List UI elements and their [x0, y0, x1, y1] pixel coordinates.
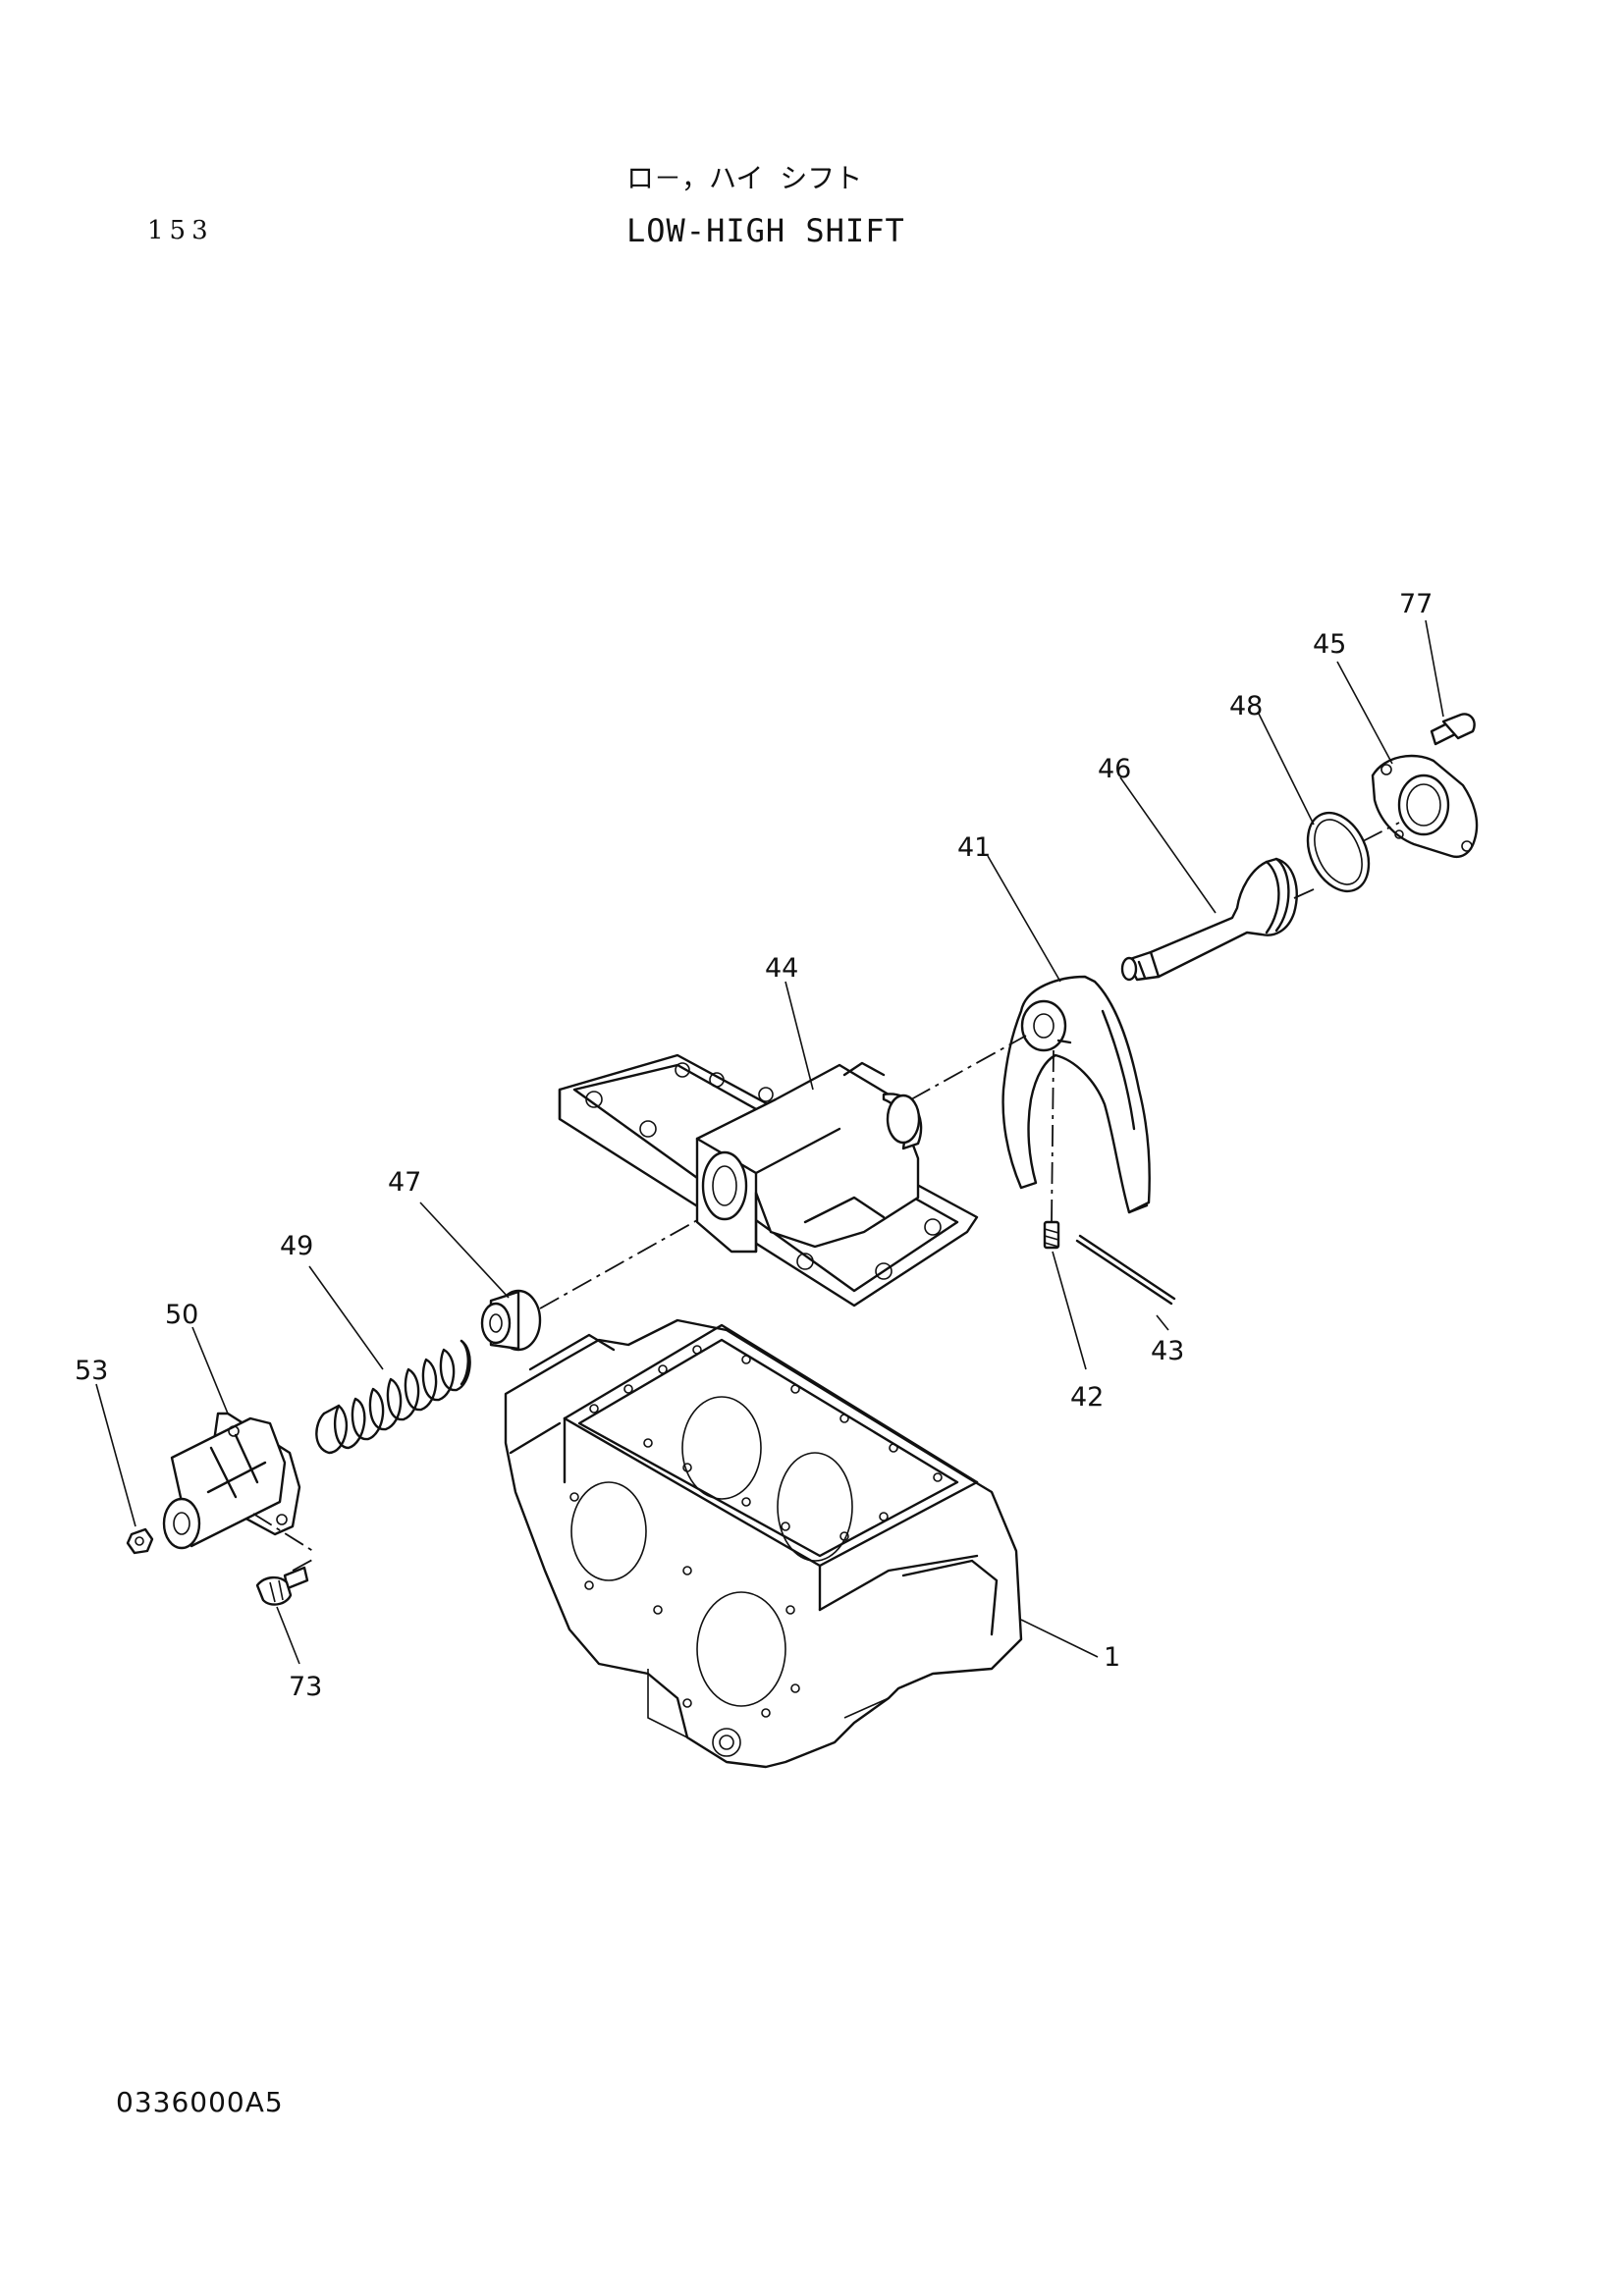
part-50-spring-housing [162, 1412, 301, 1550]
part-44-shift-cover [558, 1053, 979, 1308]
callout-53: 53 [75, 1356, 108, 1386]
callout-46: 46 [1098, 754, 1131, 784]
callout-43: 43 [1151, 1336, 1184, 1366]
callout-1: 1 [1104, 1642, 1120, 1673]
callout-77: 77 [1399, 589, 1433, 619]
part-77-bolt [1430, 713, 1476, 746]
leader-lines [95, 619, 1444, 1665]
callout-42: 42 [1070, 1382, 1104, 1413]
part-43-pin [1075, 1234, 1176, 1306]
part-53-nut [126, 1527, 154, 1555]
part-45-cover-plate [1371, 754, 1479, 858]
part-42-bolt [1043, 1220, 1060, 1250]
callout-73: 73 [289, 1672, 322, 1702]
part-46-shift-shaft [1120, 857, 1298, 982]
part-47-spring-seat [480, 1289, 542, 1352]
part-1-transmission-case [504, 1318, 1023, 1769]
part-73-bolt [255, 1566, 309, 1606]
page-title: LOW-HIGH SHIFT [626, 212, 905, 249]
callout-47: 47 [388, 1167, 421, 1198]
part-49-coil-spring [315, 1339, 471, 1455]
callout-45: 45 [1313, 629, 1346, 660]
callout-48: 48 [1229, 691, 1263, 721]
callout-50: 50 [165, 1300, 198, 1330]
case-bolt-holes [569, 1345, 943, 1718]
assembly-center-lines [252, 822, 1400, 1572]
part-48-o-ring [1306, 811, 1371, 893]
callout-labels: 77 45 48 46 41 44 47 49 50 53 73 43 42 1 [75, 589, 1433, 1702]
callout-41: 41 [957, 832, 991, 863]
callout-44: 44 [765, 953, 798, 984]
part-41-shift-fork [1001, 975, 1151, 1214]
drawing-code: 0336000A5 [116, 2086, 284, 2118]
page-number: 153 [147, 216, 214, 245]
title-japanese: ロ－，ハイ シフト [626, 162, 863, 194]
callout-49: 49 [280, 1231, 313, 1261]
